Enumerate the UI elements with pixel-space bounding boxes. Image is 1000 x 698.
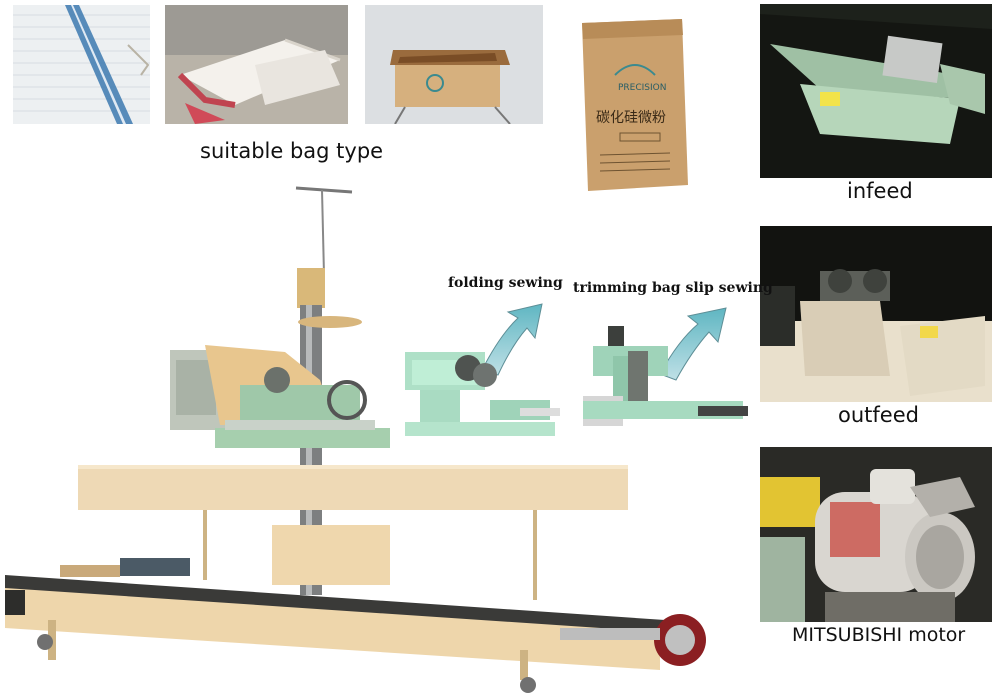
outfeed-photo <box>760 226 992 402</box>
woven-bag-photo <box>13 5 150 124</box>
paper-bags-photo <box>165 5 348 124</box>
caption-suitable-bag-type: suitable bag type <box>200 139 384 163</box>
trimming-sewing-unit <box>578 296 753 446</box>
caption-trimming-sewing: trimming bag slip sewing <box>573 280 773 296</box>
bag-brand-label: PRECISION <box>618 83 667 93</box>
caption-folding-sewing: folding sewing <box>448 275 563 291</box>
bag-sewing-conveyor-machine <box>0 180 710 698</box>
motor-photo <box>760 447 992 622</box>
folding-sewing-unit <box>400 290 565 450</box>
caption-outfeed: outfeed <box>838 403 919 427</box>
infeed-photo <box>760 4 992 178</box>
kraft-bag-photo <box>365 5 543 124</box>
bag-product-label: 碳化硅微粉 <box>596 110 666 126</box>
printed-paper-bag-photo: PRECISION 碳化硅微粉 <box>560 5 706 197</box>
caption-motor: MITSUBISHI motor <box>792 624 966 646</box>
caption-infeed: infeed <box>847 179 913 203</box>
